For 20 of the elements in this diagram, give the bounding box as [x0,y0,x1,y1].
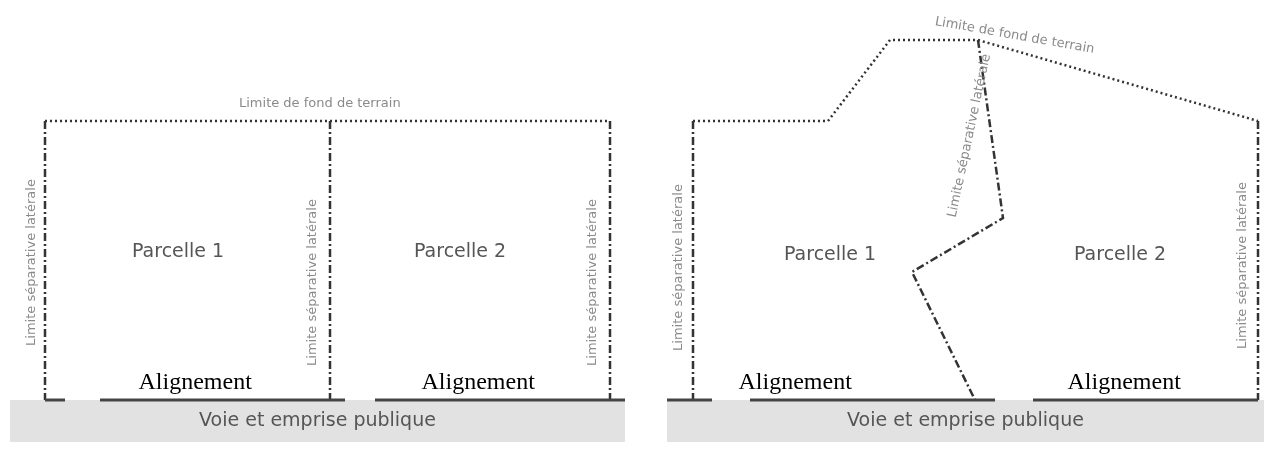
boundary-label: Limite séparative latérale [584,198,598,366]
road-label: Voie et emprise publique [198,410,437,429]
alignment-label: Alignement [421,369,535,393]
parcel-label: Parcelle 2 [414,240,507,260]
parcel-label: Parcelle 1 [784,243,877,263]
road-band [10,400,625,442]
boundary-label: Limite séparative latérale [944,52,992,218]
boundary-label: Limite séparative latérale [1234,181,1248,349]
boundary-label: Limite séparative latérale [670,183,684,351]
road-band [667,400,1264,442]
road-label: Voie et emprise publique [846,410,1085,429]
alignment-label: Alignement [738,369,852,393]
boundary-label: Limite de fond de terrain [934,13,1096,55]
parcel-label: Parcelle 2 [1074,243,1167,263]
boundary-label: Limite de fond de terrain [239,95,401,109]
parcel-label: Parcelle 1 [132,240,225,260]
alignment-label: Alignement [138,369,252,393]
boundary-label: Limite séparative latérale [23,178,37,346]
alignment-label: Alignement [1067,369,1181,393]
boundary-label: Limite séparative latérale [304,198,318,366]
